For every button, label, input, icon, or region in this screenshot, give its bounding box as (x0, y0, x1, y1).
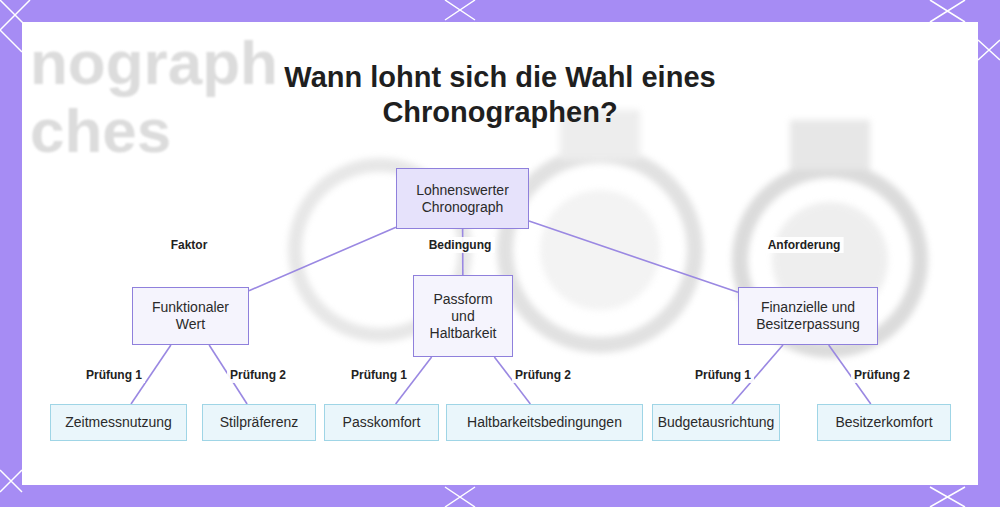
node-text: Passform und Haltbarkeit (422, 291, 504, 342)
node-text: Stilpräferenz (220, 414, 299, 431)
node-text-group: Stilpräferenz (220, 414, 299, 431)
edge-label: Prüfung 2 (512, 367, 574, 383)
connector-line (249, 227, 396, 291)
root-box: Lohnenswerter Chronograph (396, 168, 529, 229)
corner-cross (445, 487, 475, 507)
category-box: Funktionaler Wert (132, 287, 249, 345)
check-box: Budgetausrichtung (652, 404, 780, 441)
watermark-text: nograph (30, 32, 278, 94)
node-text-group: Zeitmessnutzung (65, 414, 172, 431)
check-box: Passkomfort (324, 404, 439, 441)
diagram-title: Wann lohnt sich die Wahl eines Chronogra… (250, 60, 750, 130)
corner-cross (930, 0, 965, 22)
check-box: Stilpräferenz (202, 404, 316, 441)
edge-label: Prüfung 1 (348, 367, 410, 383)
connector-line (529, 221, 738, 292)
corner-cross (445, 0, 475, 20)
corner-cross (930, 487, 965, 507)
node-text-group: Funktionaler Wert (141, 299, 240, 333)
node-text: Besitzerkomfort (835, 414, 932, 431)
edge-label: Prüfung 1 (692, 367, 754, 383)
edge-label: Anforderung (765, 237, 844, 253)
check-box: Haltbarkeitsbedingungen (446, 404, 643, 441)
node-text-group: Haltbarkeitsbedingungen (467, 414, 622, 431)
node-text-group: Besitzerkomfort (835, 414, 932, 431)
edge-label: Bedingung (426, 237, 495, 253)
corner-cross (0, 30, 22, 52)
node-text: Finanzielle und Besitzerpassung (747, 299, 869, 333)
edge-label: Faktor (168, 237, 211, 253)
node-text-group: Budgetausrichtung (658, 414, 775, 431)
watch-dial (540, 190, 660, 310)
watch-case (740, 170, 920, 350)
node-text: Haltbarkeitsbedingungen (467, 414, 622, 431)
node-text: Passkomfort (343, 414, 421, 431)
node-text: Funktionaler Wert (141, 299, 240, 333)
watch-strap (790, 120, 870, 170)
check-box: Besitzerkomfort (817, 404, 951, 441)
node-text-group: Passkomfort (343, 414, 421, 431)
edge-label: Prüfung 1 (83, 367, 145, 383)
corner-cross (0, 470, 22, 492)
category-box: Finanzielle und Besitzerpassung (738, 287, 878, 345)
watermark-text: ches (30, 100, 171, 162)
node-text-group: Lohnenswerter Chronograph (405, 182, 520, 216)
category-box: Passform und Haltbarkeit (413, 275, 513, 357)
corner-cross (978, 40, 1000, 60)
check-box: Zeitmessnutzung (50, 404, 187, 441)
watch-case (505, 155, 695, 345)
edge-label: Prüfung 2 (227, 367, 289, 383)
edge-label: Prüfung 2 (851, 367, 913, 383)
node-text-group: Passform und Haltbarkeit (422, 291, 504, 342)
node-text-group: Finanzielle und Besitzerpassung (747, 299, 869, 333)
node-text: Lohnenswerter Chronograph (405, 182, 520, 216)
node-text: Budgetausrichtung (658, 414, 775, 431)
node-text: Zeitmessnutzung (65, 414, 172, 431)
